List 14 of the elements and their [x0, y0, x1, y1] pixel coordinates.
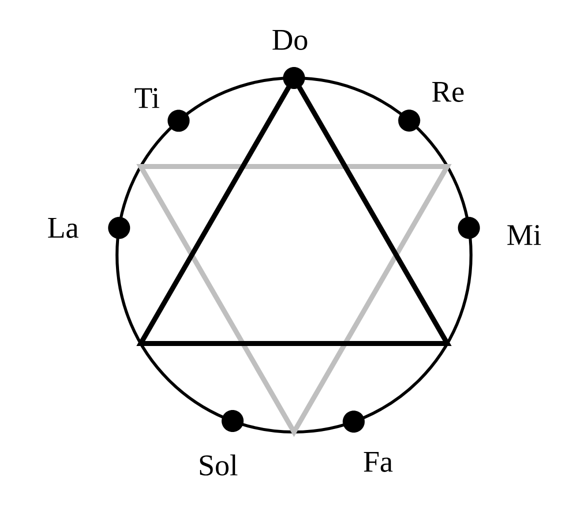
note-label: Do [272, 30, 308, 50]
note-label: La [48, 218, 78, 238]
note-dot [222, 410, 244, 432]
note-dot [398, 110, 420, 132]
note-dot [283, 67, 305, 89]
note-label: Fa [364, 452, 393, 472]
note-label: Mi [507, 225, 541, 245]
note-label: Ti [134, 88, 160, 108]
note-dot [342, 410, 365, 433]
note-label: Sol [200, 454, 238, 476]
note-dot [458, 216, 480, 239]
note-label: Re [432, 82, 464, 102]
note-dot [108, 216, 130, 239]
note-dot [168, 110, 190, 132]
